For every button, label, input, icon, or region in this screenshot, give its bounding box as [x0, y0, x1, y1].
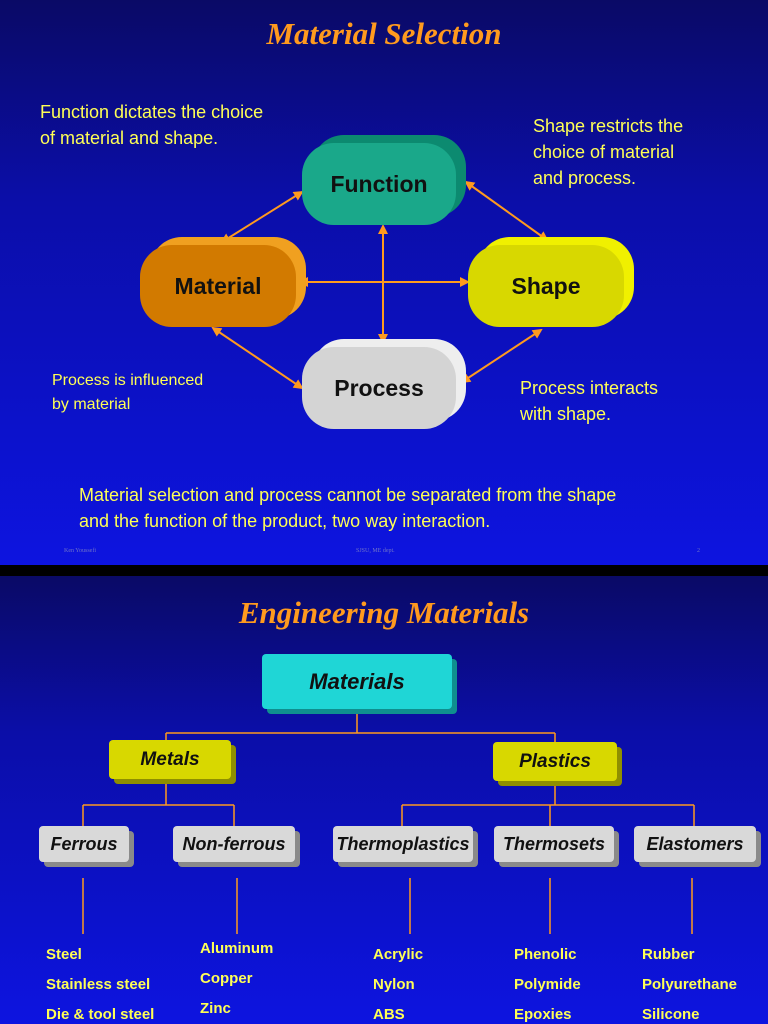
- arrow-function-material: [220, 190, 304, 244]
- slide-title: Material Selection: [266, 16, 502, 51]
- summary-note: Material selection and process cannot be…: [79, 482, 616, 534]
- arrow-shape-process: [460, 328, 543, 384]
- summary-line: and the function of the product, two way…: [79, 511, 491, 531]
- material-node-label: Material: [140, 245, 296, 327]
- example-item: Steel: [46, 946, 82, 963]
- function-node: Function: [302, 135, 466, 225]
- example-item: Acrylic: [373, 946, 424, 963]
- plastics-label: Plastics: [493, 742, 617, 781]
- example-item: Copper: [200, 970, 253, 987]
- materials-root-label: Materials: [262, 654, 452, 709]
- ferrous-label: Ferrous: [39, 826, 129, 862]
- elastomers-examples: Rubber Polyurethane Silicone: [642, 940, 737, 1024]
- non-ferrous-label: Non-ferrous: [173, 826, 295, 862]
- plastics-node: Plastics: [493, 742, 622, 786]
- shape-node-label: Shape: [468, 245, 624, 327]
- function-note: Function dictates the choice of material…: [40, 99, 263, 151]
- material-process-note-line: by material: [52, 396, 131, 413]
- example-item: Die & tool steel: [46, 1006, 155, 1023]
- example-item: Zinc: [200, 1000, 231, 1017]
- materials-root-node: Materials: [262, 654, 457, 714]
- slide-material-selection: Material Selection Function dictates the…: [0, 0, 768, 565]
- material-node: Material: [140, 237, 306, 327]
- example-item: ABS: [373, 1006, 405, 1023]
- elastomers-label: Elastomers: [634, 826, 756, 862]
- function-note-line: Function dictates the choice: [40, 102, 264, 122]
- thermoplastics-node: Thermoplastics: [333, 826, 478, 867]
- footer-department: SJSU, ME dept.: [356, 548, 395, 554]
- non-ferrous-node: Non-ferrous: [173, 826, 300, 867]
- metals-label: Metals: [109, 740, 231, 779]
- shape-note-line: Shape restricts the: [533, 116, 684, 136]
- arrow-material-process: [211, 326, 304, 390]
- tree-connectors: [82, 709, 695, 934]
- thermosets-label: Thermosets: [494, 826, 614, 862]
- slide-engineering-materials: Engineering Materials: [0, 576, 768, 1024]
- material-process-note-line: Process is influenced: [52, 372, 204, 389]
- example-item: Phenolic: [514, 946, 577, 963]
- function-note-line: of material and shape.: [40, 128, 219, 148]
- ferrous-examples: Steel Stainless steel Die & tool steel: [46, 940, 154, 1024]
- example-item: Epoxies: [514, 1006, 572, 1023]
- process-shape-note: Process interacts with shape.: [520, 375, 658, 427]
- shape-node: Shape: [468, 237, 634, 327]
- example-item: Nylon: [373, 976, 415, 993]
- process-node: Process: [302, 339, 466, 429]
- ferrous-node: Ferrous: [39, 826, 134, 867]
- example-item: Stainless steel: [46, 976, 151, 993]
- elastomers-node: Elastomers: [634, 826, 761, 867]
- slide-title: Engineering Materials: [238, 595, 530, 630]
- function-node-label: Function: [302, 143, 456, 225]
- thermoplastics-label: Thermoplastics: [333, 826, 473, 862]
- arrow-function-shape: [464, 180, 549, 242]
- metals-node: Metals: [109, 740, 236, 784]
- process-shape-note-line: with shape.: [520, 404, 612, 424]
- process-shape-note-line: Process interacts: [520, 378, 659, 398]
- shape-note-line: choice of material: [533, 142, 675, 162]
- non-ferrous-examples: Aluminum Copper Zinc: [200, 934, 273, 1024]
- footer-page-number: 2: [697, 548, 700, 554]
- process-node-label: Process: [302, 347, 456, 429]
- example-item: Rubber: [642, 946, 695, 963]
- shape-note: Shape restricts the choice of material a…: [533, 113, 683, 191]
- summary-line: Material selection and process cannot be…: [79, 485, 617, 505]
- example-item: Polymide: [514, 976, 581, 993]
- example-item: Aluminum: [200, 940, 274, 957]
- thermosets-node: Thermosets: [494, 826, 619, 867]
- example-item: Polyurethane: [642, 976, 738, 993]
- thermoplastics-examples: Acrylic Nylon ABS: [373, 940, 423, 1024]
- footer-author: Ken Youssefi: [64, 548, 97, 554]
- example-item: Silicone: [642, 1006, 700, 1023]
- relationship-arrows: [211, 180, 549, 390]
- shape-note-line: and process.: [533, 168, 637, 188]
- thermosets-examples: Phenolic Polymide Epoxies: [514, 940, 581, 1024]
- material-process-note: Process is influenced by material: [52, 369, 203, 417]
